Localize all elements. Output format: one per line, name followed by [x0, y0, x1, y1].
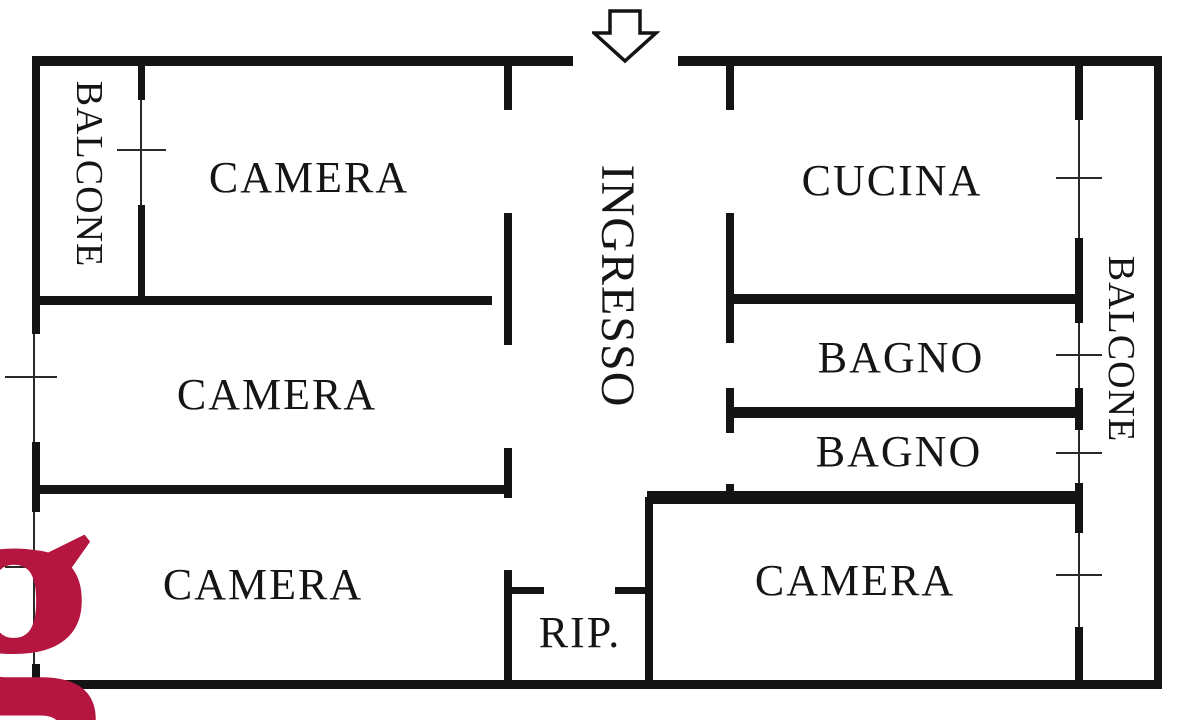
window-tick [117, 149, 166, 151]
wall-segment [726, 213, 734, 343]
wall-segment [504, 570, 512, 682]
window-tick [5, 566, 57, 568]
wall-segment [726, 60, 734, 110]
room-label-camera-sw: CAMERA [162, 560, 364, 609]
window-tick [1056, 177, 1102, 179]
wall-segment [504, 213, 512, 345]
wall-segment [504, 448, 512, 498]
wall-segment [32, 56, 573, 66]
wall-segment [1075, 60, 1083, 120]
wall-segment [32, 442, 40, 512]
entrance-down-arrow-icon [592, 9, 661, 64]
wall-segment [645, 497, 653, 682]
wall-segment [32, 664, 40, 689]
wall-segment [678, 56, 1162, 66]
room-label-ingresso: INGRESSO [591, 164, 644, 408]
wall-segment [32, 296, 492, 305]
window-tick [5, 376, 57, 378]
window-tick [1056, 452, 1102, 454]
room-label-camera-nw: CAMERA [208, 153, 410, 202]
wall-segment [32, 56, 40, 334]
wall-segment [647, 491, 1082, 504]
window-tick [1056, 354, 1102, 356]
wall-segment [726, 407, 1077, 418]
wall-segment [1075, 627, 1083, 688]
wall-segment [32, 680, 1162, 689]
wall-segment [1075, 388, 1083, 430]
room-label-balcone-right: BALCONE [1100, 255, 1142, 443]
room-label-rip: RIP. [538, 608, 622, 657]
wall-segment [615, 587, 647, 594]
window-line [1078, 430, 1080, 483]
wall-segment [504, 60, 512, 110]
window-line [1078, 120, 1080, 238]
agency-logo-g: g [0, 411, 99, 720]
window-line [1078, 533, 1080, 627]
room-label-camera-w: CAMERA [176, 370, 378, 419]
room-label-camera-se: CAMERA [754, 556, 956, 605]
wall-segment [138, 205, 145, 303]
wall-segment [1075, 238, 1083, 323]
window-line [33, 334, 35, 442]
room-label-balcone-left: BALCONE [68, 80, 110, 268]
room-label-cucina: CUCINA [801, 156, 983, 205]
room-label-bagno-2: BAGNO [815, 427, 983, 476]
wall-segment [512, 587, 544, 594]
window-line [33, 512, 35, 664]
wall-segment [138, 56, 145, 100]
wall-segment [1075, 483, 1083, 533]
window-line [140, 100, 142, 205]
wall-segment [32, 485, 508, 494]
wall-segment [1154, 56, 1162, 689]
room-label-bagno-1: BAGNO [817, 333, 985, 382]
wall-segment [726, 294, 1082, 304]
window-tick [1056, 574, 1102, 576]
